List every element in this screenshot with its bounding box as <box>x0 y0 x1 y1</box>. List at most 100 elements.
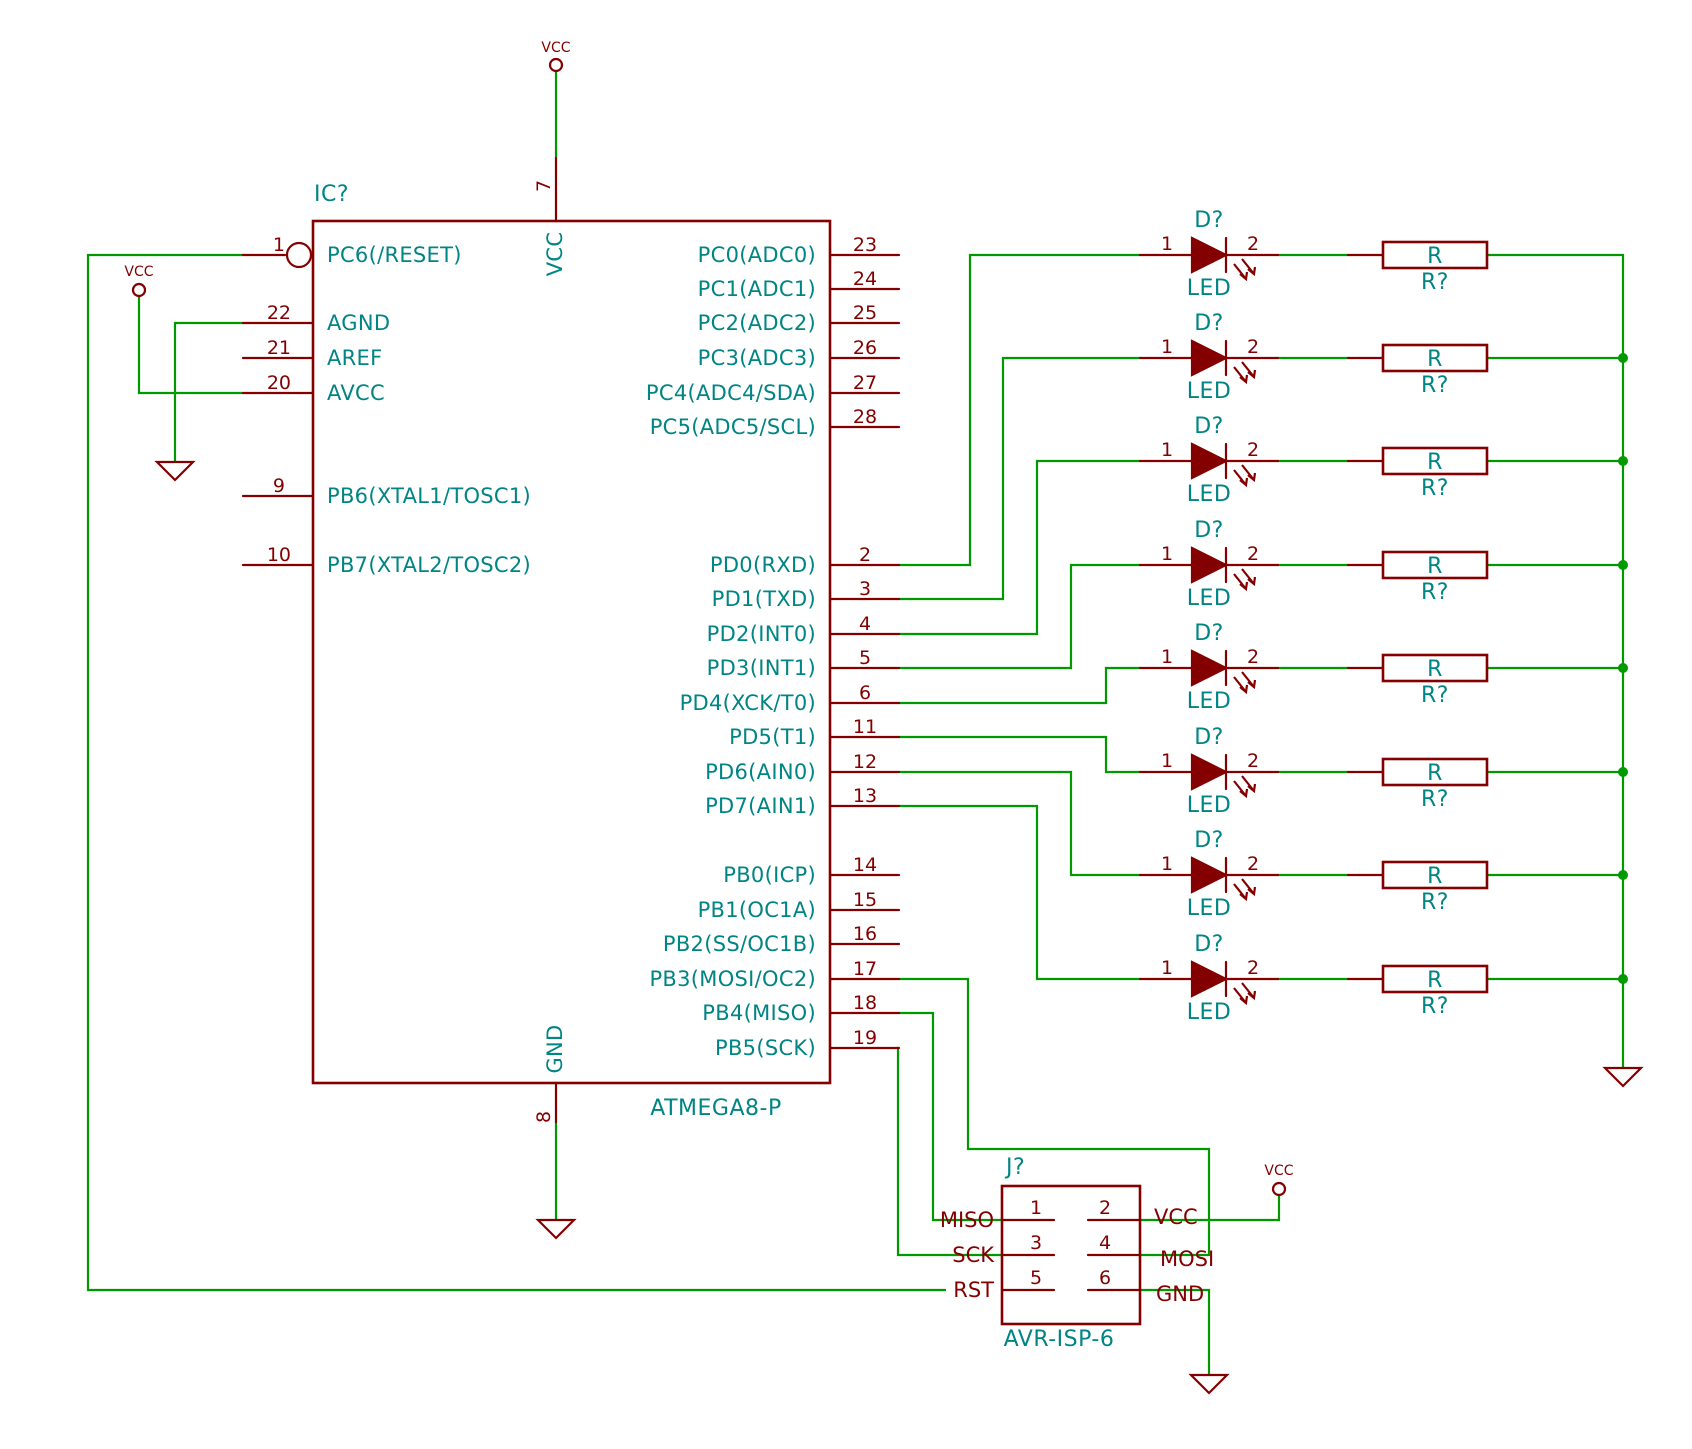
led-pin-num: 2 <box>1247 439 1259 461</box>
led-light-arrow-icon <box>1233 987 1249 1006</box>
wire-mosi <box>899 977 1211 1257</box>
resistor-value: R <box>1427 554 1443 579</box>
connector-pin-name: MISO <box>940 1208 994 1232</box>
junction-dot <box>1618 974 1628 984</box>
vcc-label: VCC <box>1264 1163 1293 1179</box>
connector-pin-name: MOSI <box>1160 1247 1214 1271</box>
led-pin-num: 1 <box>1161 853 1173 875</box>
led-diode-symbol <box>1190 960 1229 998</box>
led-pin-num: 1 <box>1161 957 1173 979</box>
resistor-ref: R? <box>1421 476 1449 501</box>
led-light-arrow-icon <box>1233 883 1249 902</box>
led-light-arrow-icon <box>1241 671 1257 690</box>
resistor-value: R <box>1427 347 1443 372</box>
pin-gnd-num: 8 <box>533 1111 555 1123</box>
led-pin-num: 2 <box>1247 336 1259 358</box>
pin-num-right: 27 <box>853 372 877 394</box>
pin-name-right: PD1(TXD) <box>712 587 816 611</box>
junction-dot <box>1618 767 1628 777</box>
vcc-circle <box>1271 1181 1287 1197</box>
pin-num-right: 4 <box>859 613 871 635</box>
resistor-value: R <box>1427 864 1443 889</box>
connector-pin-name: RST <box>953 1278 994 1302</box>
vcc-symbol-avcc: VCC <box>124 264 154 298</box>
led-ref: D? <box>1194 311 1224 336</box>
ic-ref: IC? <box>314 182 349 207</box>
pin-gnd-name: GND <box>543 1024 567 1073</box>
led-value: LED <box>1187 896 1232 921</box>
wire-pd4-led5 <box>899 666 1140 705</box>
vcc-circle <box>131 282 147 298</box>
connector-pin-name: VCC <box>1154 1205 1198 1229</box>
pin-name-right: PB1(OC1A) <box>698 898 816 922</box>
led-diode-symbol <box>1190 546 1229 584</box>
pin-num-right: 3 <box>859 578 871 600</box>
resistor-ref: R? <box>1421 683 1449 708</box>
led-ref: D? <box>1194 932 1224 957</box>
pin-name-right: PD2(INT0) <box>707 622 816 646</box>
pin-name-right: PB3(MOSI/OC2) <box>649 967 816 991</box>
led-diode-symbol <box>1190 339 1229 377</box>
wire-pd5-led6 <box>899 735 1140 774</box>
led-value: LED <box>1187 793 1232 818</box>
resistor-ref: R? <box>1421 890 1449 915</box>
pin-num-right: 24 <box>853 268 877 290</box>
pin-num-right: 25 <box>853 302 877 324</box>
resistor-ref: R? <box>1421 270 1449 295</box>
pin-name-right: PD0(RXD) <box>710 553 816 577</box>
pin-num-right: 5 <box>859 647 871 669</box>
resistor-ref: R? <box>1421 787 1449 812</box>
connector-pin-num: 3 <box>1030 1232 1042 1254</box>
led-light-arrow-icon <box>1241 878 1257 897</box>
pin-num-right: 23 <box>853 234 877 256</box>
pin-num-right: 11 <box>853 716 877 738</box>
led-diode-symbol <box>1190 856 1229 894</box>
led-light-arrow-icon <box>1241 568 1257 587</box>
led-light-arrow-icon <box>1241 361 1257 380</box>
pin-num-right: 16 <box>853 923 877 945</box>
led-pin-num: 2 <box>1247 233 1259 255</box>
pin-name-right: PD4(XCK/T0) <box>680 691 816 715</box>
led-value: LED <box>1187 586 1232 611</box>
right-pin-numbers: 23 24 25 26 27 28 2 3 4 5 6 11 12 13 14 … <box>853 234 877 1049</box>
led-pin-num: 2 <box>1247 646 1259 668</box>
led-light-arrow-icon <box>1241 982 1257 1001</box>
led-pin-num: 2 <box>1247 543 1259 565</box>
wire-pd1-led2 <box>899 356 1140 601</box>
wire-pd3-led4 <box>899 563 1140 670</box>
junction-dot <box>1618 456 1628 466</box>
pin-num-right: 6 <box>859 682 871 704</box>
right-pin-lines <box>828 253 901 1050</box>
pin-name-right: PC3(ADC3) <box>698 346 816 370</box>
pin-name-right: PC1(ADC1) <box>698 277 816 301</box>
wire-isp-gnd <box>1140 1288 1211 1375</box>
wire-agnd <box>173 321 243 462</box>
pin-num-right: 26 <box>853 337 877 359</box>
resistor-value: R <box>1427 244 1443 269</box>
connector-pin-name: SCK <box>952 1243 995 1267</box>
led-diode-symbol <box>1190 649 1229 687</box>
led-pin-num: 1 <box>1161 543 1173 565</box>
led-pin-num: 1 <box>1161 439 1173 461</box>
vcc-label: VCC <box>541 40 570 56</box>
resistor-value: R <box>1427 968 1443 993</box>
connector-pin-num: 1 <box>1030 1197 1042 1219</box>
wire-reset <box>86 253 946 1292</box>
ic-value: ATMEGA8-P <box>650 1096 781 1121</box>
resistor-ref: R? <box>1421 994 1449 1019</box>
vcc-symbol-isp: VCC <box>1264 1163 1294 1197</box>
led-diode-symbol <box>1190 236 1229 274</box>
led-ref: D? <box>1194 208 1224 233</box>
pin-num-left: 10 <box>267 544 291 566</box>
junction-dot <box>1618 560 1628 570</box>
led-light-arrow-icon <box>1233 263 1249 282</box>
resistor-value: R <box>1427 450 1443 475</box>
led-ref: D? <box>1194 725 1224 750</box>
connector-pin-num: 6 <box>1099 1267 1111 1289</box>
